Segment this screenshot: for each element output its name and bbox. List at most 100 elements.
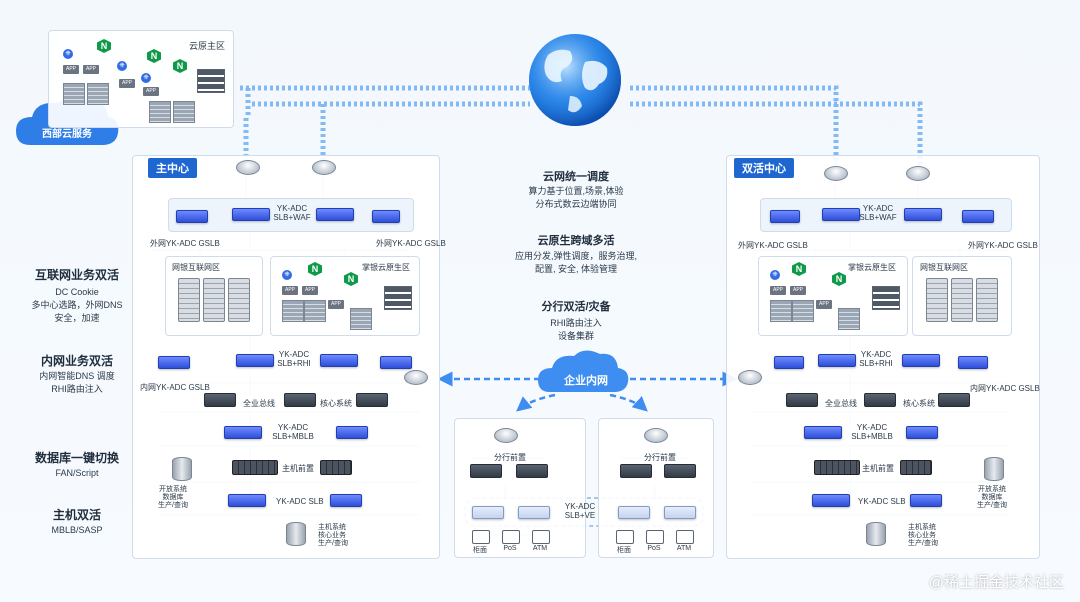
feature-title: 分行双活/灾备 (541, 301, 611, 313)
terminal-label: 柜面 (473, 547, 487, 554)
kubernetes-icon: ⎈ (141, 73, 151, 83)
section-title: 主机双活 (52, 508, 101, 522)
adc-device-icon (958, 356, 988, 369)
western-cloud-badge: 西部云服务 (42, 129, 92, 140)
adc-device-icon (812, 494, 850, 507)
adc-device-icon (224, 426, 262, 439)
adc-device-icon (770, 210, 800, 223)
mblb-label-line2: SLB+MBLB (272, 432, 314, 441)
cloud-region-panel: 云原主区 ⎈ N N N ⎈ ⎈ APP APP APP APP (48, 30, 234, 128)
section-line: RHI路由注入 (51, 384, 103, 394)
section-title: 内网业务双活 (40, 354, 113, 368)
section-title: 数据库一键切换 (34, 451, 119, 465)
server-stack-icon (792, 300, 814, 322)
router-icon (236, 160, 260, 175)
globe-icon (529, 34, 621, 126)
adc-device-icon (518, 506, 550, 519)
terminal-label: 柜面 (617, 547, 631, 554)
mblb-label-line1: YK-ADC (277, 423, 309, 432)
section-line: DC Cookie (55, 287, 99, 297)
terminal-label: ATM (676, 545, 692, 552)
counter-terminal-icon (472, 530, 490, 544)
server-icon (786, 393, 818, 407)
nginx-icon: N (147, 49, 161, 63)
adc-device-icon (618, 506, 650, 519)
mblb-label-line1: YK-ADC (856, 423, 888, 432)
terminal-label: ATM (532, 545, 548, 552)
feature-line: 分布式数云边端协同 (535, 199, 617, 209)
server-rack-icon (926, 278, 948, 322)
watermark: @稀土掘金技术社区 (928, 574, 1064, 591)
feature-line: 配置, 安全, 体验管理 (534, 264, 617, 274)
cloud-native-zone-label: 掌银云原生区 (848, 263, 896, 272)
database-icon (286, 522, 306, 546)
mainframe-line3: 生产/查询 (318, 540, 348, 547)
adc-device-icon (330, 494, 362, 507)
app-icon: APP (302, 286, 318, 295)
ve-label-line2: SLB+VE (564, 511, 596, 520)
branch-frontend-right: 分行前置 (644, 453, 676, 462)
config-list-icon (384, 286, 412, 310)
open-system-line2: 数据库 (162, 494, 184, 501)
router-icon (824, 166, 848, 181)
adc-device-icon (228, 494, 266, 507)
open-system-line3: 生产/查询 (977, 502, 1007, 509)
open-system-line1: 开放系统 (978, 486, 1006, 493)
server-icon (620, 464, 652, 478)
mainframe-blade-icon (814, 460, 860, 475)
section-title: 互联网业务双活 (34, 268, 119, 282)
core-system-label: 核心系统 (320, 399, 352, 408)
frontend-label: 主机前置 (862, 464, 894, 473)
internet-zone-label: 网银互联网区 (172, 263, 220, 272)
kubernetes-icon: ⎈ (117, 61, 127, 71)
general-system-label: 全业总线 (243, 399, 275, 408)
adc-device-icon (774, 356, 804, 369)
config-list-icon (197, 69, 225, 93)
mainframe-blade-icon (320, 460, 352, 475)
nginx-icon: N (792, 262, 806, 276)
nginx-icon: N (832, 272, 846, 286)
adc-device-icon (372, 210, 400, 223)
server-stack-icon (149, 101, 171, 123)
adc-device-icon (158, 356, 190, 369)
rhi-label-line2: SLB+RHI (859, 359, 893, 368)
server-icon (204, 393, 236, 407)
adc-device-icon (822, 208, 860, 221)
mainframe-line2: 核心业务 (908, 532, 936, 539)
frontend-label: 主机前置 (282, 464, 314, 473)
feature-line: 算力基于位置,场景,体验 (528, 186, 624, 196)
mainframe-line1: 主机系统 (318, 524, 346, 531)
active-center-tag: 双活中心 (734, 158, 794, 178)
app-icon: APP (328, 300, 344, 309)
waf-label-line2: SLB+WAF (273, 213, 311, 222)
general-system-label: 全业总线 (825, 399, 857, 408)
counter-terminal-icon (616, 530, 634, 544)
adc-device-icon (336, 426, 368, 439)
nginx-icon: N (344, 272, 358, 286)
server-rack-icon (976, 278, 998, 322)
feature-title: 云网统一调度 (543, 171, 609, 183)
rhi-label-line1: YK-ADC (278, 350, 310, 359)
int-gslb-label: 内网YK-ADC GSLB (970, 384, 1040, 393)
server-stack-icon (282, 300, 304, 322)
server-icon (356, 393, 388, 407)
adc-device-icon (664, 506, 696, 519)
router-icon (404, 370, 428, 385)
feature-line: 应用分发,弹性调度，服务治理, (514, 251, 637, 261)
cloud-native-zone-label: 掌银云原生区 (362, 263, 410, 272)
adc-device-icon (236, 354, 274, 367)
server-icon (516, 464, 548, 478)
kubernetes-icon: ⎈ (770, 270, 780, 280)
server-rack-icon (178, 278, 200, 322)
pos-terminal-icon (646, 530, 664, 544)
main-center-tag: 主中心 (148, 158, 197, 178)
section-line: FAN/Script (55, 468, 99, 478)
mainframe-blade-icon (232, 460, 278, 475)
adc-device-icon (904, 208, 942, 221)
cloud-region-label: 云原主区 (188, 41, 225, 51)
app-icon: APP (790, 286, 806, 295)
slb-label: YK-ADC SLB (276, 497, 324, 506)
server-stack-icon (87, 83, 109, 105)
waf-label-line2: SLB+WAF (859, 213, 897, 222)
adc-device-icon (232, 208, 270, 221)
